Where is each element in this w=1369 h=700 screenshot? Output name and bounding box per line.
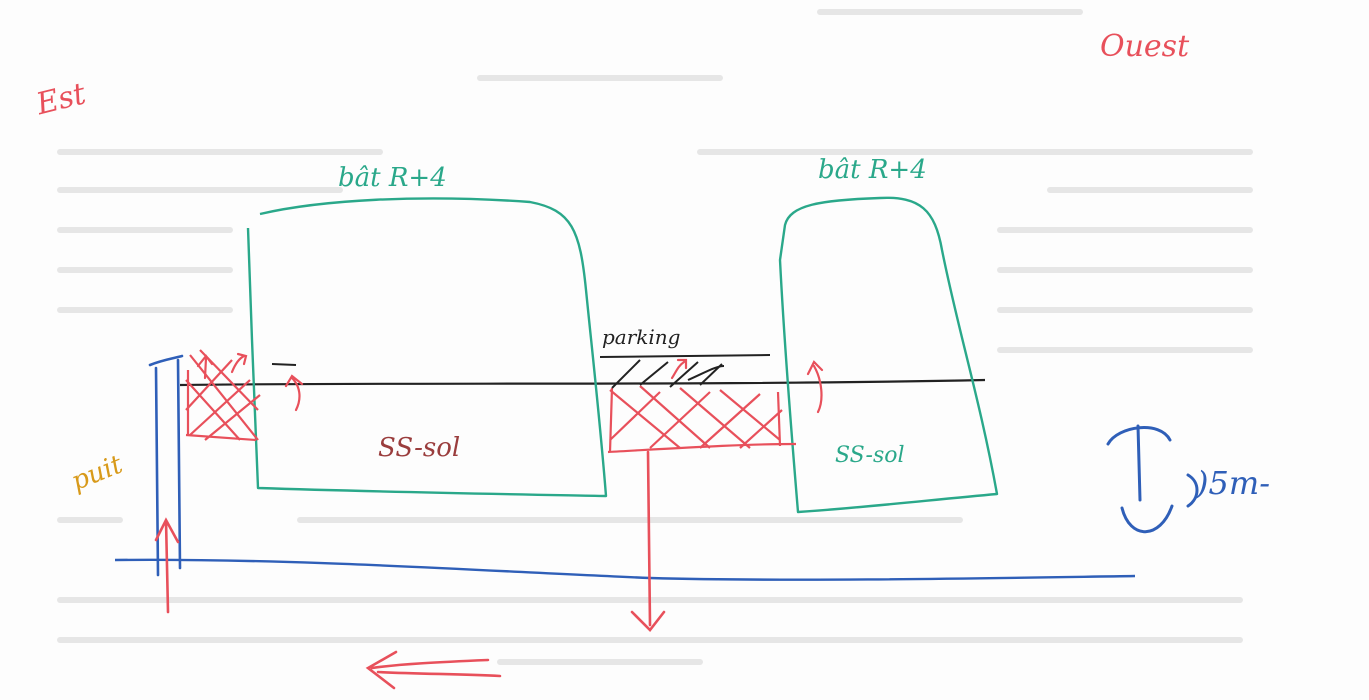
label-building-left: bât R+4: [338, 163, 447, 193]
label-parking: parking: [602, 325, 681, 349]
label-depth: )5m-: [1195, 464, 1270, 502]
flow-arrows-large: [154, 450, 666, 690]
arrow-up-well: [154, 517, 180, 614]
ground-line: [179, 378, 986, 387]
hatch-zone-center: [607, 385, 797, 454]
label-building-right: bât R+4: [818, 155, 927, 185]
ground-line-stub: [271, 363, 297, 366]
label-basement-left: SS-sol: [378, 433, 460, 463]
water-table-line: [114, 558, 1136, 581]
building-left-outline: [246, 197, 608, 498]
label-ouest: Ouest: [1100, 29, 1190, 64]
flow-arrows-small: [196, 352, 824, 414]
label-well: puit: [67, 449, 127, 497]
arrow-left-bottom: [365, 650, 502, 690]
label-est: Est: [32, 76, 90, 122]
hatch-zone-left: [185, 349, 261, 442]
depth-bracket: [1106, 424, 1199, 534]
arrow-down-center: [630, 450, 666, 632]
well-pipe: [148, 354, 184, 577]
label-basement-right: SS-sol: [835, 443, 905, 468]
paper-bleed-through: [57, 9, 1253, 665]
parking-hatch: [599, 354, 771, 389]
